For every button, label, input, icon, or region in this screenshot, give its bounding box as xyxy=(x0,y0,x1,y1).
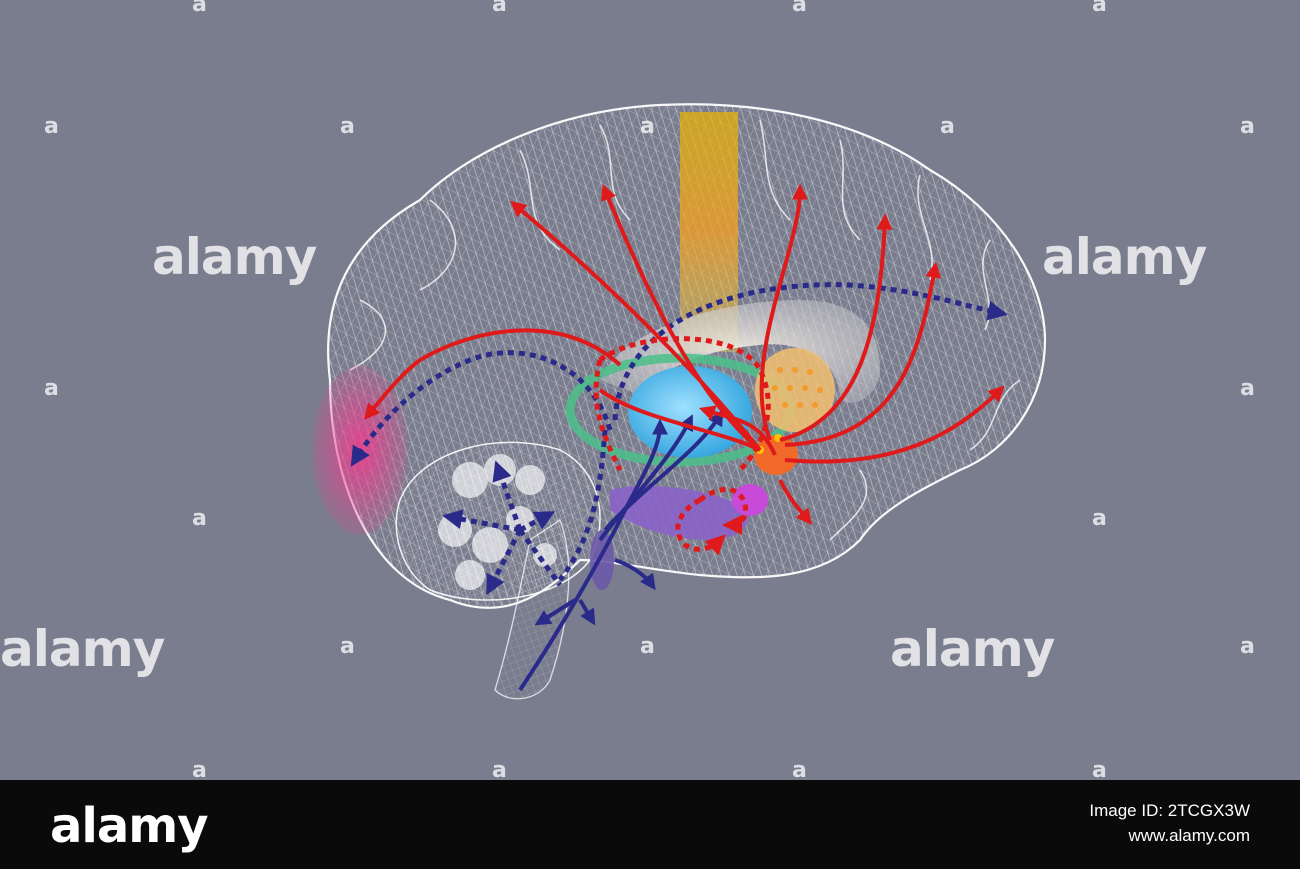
brainstem xyxy=(494,519,570,700)
blue-dotted-pathways xyxy=(350,282,1008,596)
hypothalamus xyxy=(754,348,835,475)
footer-logo[interactable]: alamy xyxy=(50,798,209,854)
red-arrow-pathways xyxy=(363,183,1005,525)
brain-illustration xyxy=(312,103,1047,700)
footer-bar: alamy Image ID: 2TCGX3W www.alamy.com xyxy=(0,780,1300,869)
blue-solid-pathways xyxy=(518,409,724,692)
red-dotted-loops xyxy=(593,336,771,556)
image-id: Image ID: 2TCGX3W xyxy=(1089,801,1250,820)
footer-image-info: Image ID: 2TCGX3W www.alamy.com xyxy=(1089,798,1250,848)
site-link[interactable]: www.alamy.com xyxy=(1128,826,1250,845)
